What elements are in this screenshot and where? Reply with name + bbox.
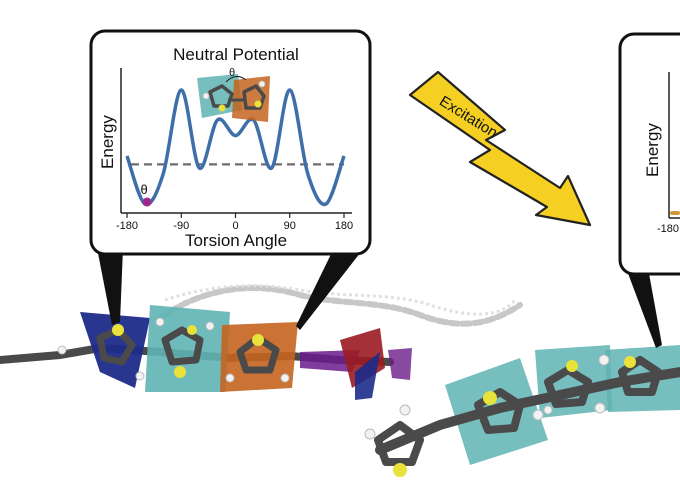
- y-axis-label: Energy: [98, 115, 117, 169]
- thiophene-ring-r4: [618, 356, 662, 396]
- left-callout-pointer-right: [296, 248, 364, 330]
- x-axis-label: Torsion Angle: [185, 231, 287, 250]
- x-tick-label: 180: [335, 220, 353, 232]
- right-callout-pointer: [626, 268, 662, 348]
- inset-theta-label: θ: [229, 67, 235, 79]
- neutral-potential-panel: Neutral Potential Energy Torsion Angle -…: [89, 29, 372, 256]
- thiophene-ring-r2: [474, 388, 524, 434]
- hydrogen-atoms-right: [364, 354, 610, 440]
- x-tick-label: -180: [116, 220, 138, 232]
- minimum-marker: [142, 197, 152, 207]
- excited-potential-panel: Energy -180: [618, 32, 680, 276]
- x-tick-label: -90: [173, 220, 189, 232]
- thiophene-ring-r3: [544, 360, 592, 408]
- energy-curve: [125, 88, 346, 207]
- thiophene-ring-r1: [374, 421, 424, 477]
- thiophene-ring-1: [96, 324, 136, 366]
- lightning-bolt: [408, 70, 592, 227]
- theta-marker-label: θ: [140, 182, 147, 197]
- left-callout-pointer: [97, 248, 123, 325]
- inset-molecule: θ: [197, 67, 270, 122]
- x-tick-label: 90: [284, 220, 296, 232]
- thiophene-ring-3: [236, 334, 280, 374]
- right-curve-fragment: [670, 211, 680, 215]
- panel-title: Neutral Potential: [173, 45, 299, 64]
- torsion-plane-teal: [145, 305, 230, 392]
- torsion-plane-orange: [220, 322, 298, 392]
- left-polymer-chain: [0, 305, 412, 400]
- right-x-tick-0: -180: [657, 223, 679, 235]
- x-tick-group: -180 -90 0 90 180: [116, 213, 353, 232]
- torsion-plane-purple-small: [388, 348, 412, 380]
- thiophene-ring-2: [161, 325, 204, 378]
- ghost-polymer-strand: [157, 284, 523, 327]
- hydrogen-atoms: [57, 317, 290, 383]
- torsion-plane-navy-small: [355, 352, 380, 400]
- excitation-arrow: Excitation: [408, 70, 592, 227]
- x-tick-label: 0: [232, 220, 238, 232]
- torsion-plane-navy: [80, 312, 150, 388]
- right-polymer-chain: [364, 345, 680, 477]
- right-y-axis-label: Energy: [643, 123, 662, 177]
